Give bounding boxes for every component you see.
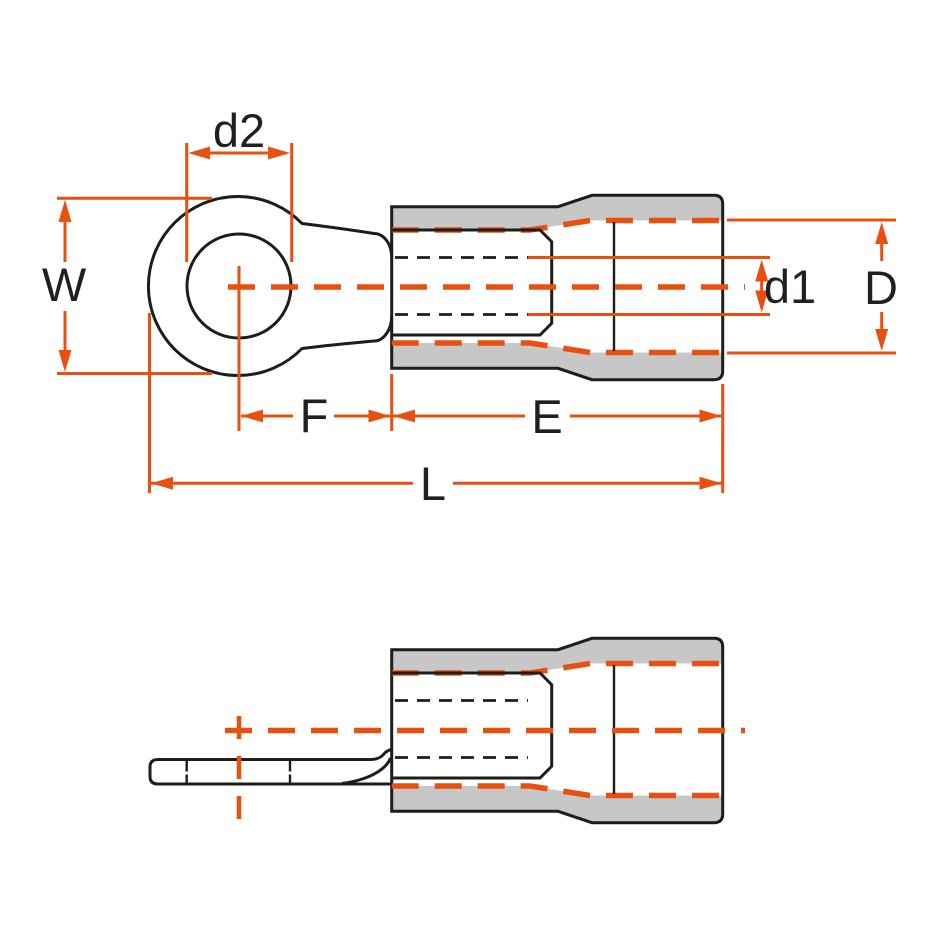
- label-w: W: [42, 258, 87, 311]
- e-arrow-left: [393, 409, 415, 423]
- label-d2: d2: [213, 104, 265, 157]
- side-view: [148, 636, 745, 825]
- label-e: E: [531, 390, 562, 443]
- f-arrow-right: [368, 409, 391, 423]
- d2-arrow-right: [268, 146, 291, 160]
- tongue-hidden-ticks: [185, 759, 292, 784]
- l-arrow-right: [699, 476, 722, 490]
- l-arrow-left: [151, 476, 173, 490]
- e-arrow-right: [699, 409, 722, 423]
- d1-arrow-down: [755, 290, 769, 313]
- label-d: D: [864, 261, 898, 314]
- crimp-barrel: [391, 228, 554, 337]
- dimension-d2: d2: [185, 104, 294, 262]
- tongue-funnel-arc: [341, 757, 392, 785]
- side-crimp-barrel: [391, 671, 554, 780]
- ring-tongue-outline: [146, 195, 394, 377]
- w-arrow-down: [58, 350, 72, 372]
- insulation-top-band: [391, 195, 723, 230]
- side-insulation-outline: [390, 636, 725, 825]
- tongue-side-profile: [148, 748, 392, 786]
- dimension-e: E: [393, 384, 725, 493]
- w-arrow-up: [58, 199, 72, 222]
- side-bore-bottom-dashed-line: [391, 783, 723, 799]
- d1-arrow-up: [755, 259, 769, 282]
- side-insulation-bottom-band: [391, 786, 723, 823]
- d-arrow-down: [875, 329, 889, 351]
- insulation-outline: [390, 193, 725, 382]
- side-insulation-top-band: [391, 638, 723, 673]
- bore-bottom-dashed-line: [391, 340, 723, 356]
- insulation-bottom-band: [391, 343, 723, 380]
- dimension-l: L: [148, 313, 722, 510]
- dimension-d1: d1: [528, 256, 816, 316]
- top-view: W d2 d1 D: [42, 104, 898, 510]
- f-arrow-left: [241, 409, 263, 423]
- d2-arrow-left: [188, 146, 210, 160]
- dimension-d: D: [727, 218, 898, 355]
- label-l: L: [420, 457, 446, 510]
- d-arrow-up: [875, 222, 889, 244]
- label-f: F: [300, 389, 329, 442]
- label-d1: d1: [764, 260, 816, 313]
- dimension-f: F: [237, 266, 394, 442]
